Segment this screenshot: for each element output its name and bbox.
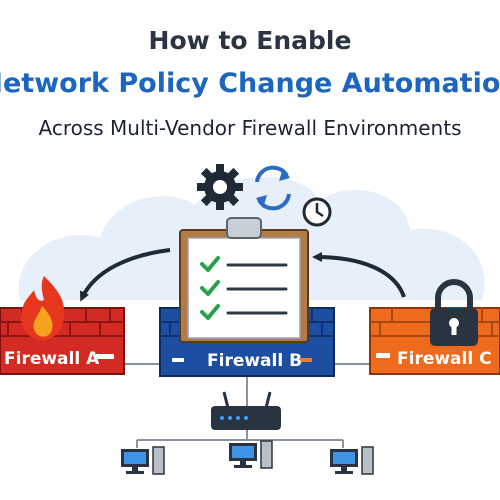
flame-icon bbox=[20, 276, 65, 341]
gear-icon bbox=[197, 164, 243, 210]
router-icon bbox=[211, 391, 281, 430]
firewall-b-label: Firewall B bbox=[207, 351, 303, 371]
refresh-icon bbox=[255, 165, 291, 211]
computer-icon bbox=[330, 446, 374, 475]
computer-icon bbox=[229, 440, 273, 469]
computer-icon bbox=[121, 446, 165, 475]
title-line-3: Across Multi-Vendor Firewall Environment… bbox=[38, 116, 462, 140]
firewall-c-label: Firewall C bbox=[397, 349, 492, 369]
clock-icon bbox=[302, 197, 332, 227]
padlock-icon bbox=[430, 279, 478, 346]
title-line-2: Network Policy Change Automation bbox=[0, 68, 500, 99]
clipboard-checklist-icon bbox=[179, 217, 309, 343]
arrow-right bbox=[312, 252, 406, 298]
firewall-a-label: Firewall A bbox=[4, 349, 100, 369]
title-line-1: How to Enable bbox=[148, 26, 352, 55]
arrow-left bbox=[79, 248, 171, 302]
